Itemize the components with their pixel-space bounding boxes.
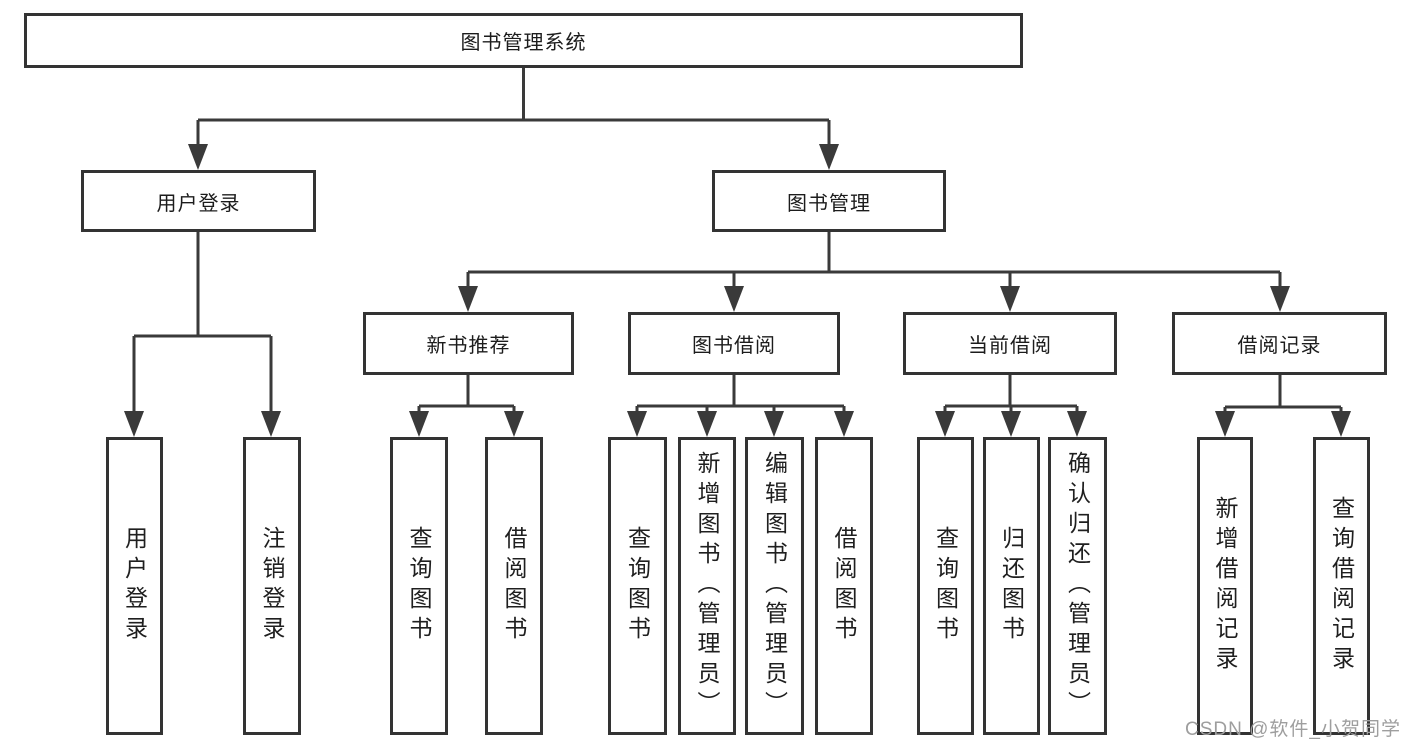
- leaf-query-borrow-record: 查询借阅记录: [1313, 437, 1370, 735]
- leaf-current-query-book-label: 查询图书: [932, 526, 959, 646]
- leaf-return-book: 归还图书: [983, 437, 1040, 735]
- node-current-borrow-label: 当前借阅: [968, 335, 1052, 357]
- leaf-borrow-query-book: 查询图书: [608, 437, 667, 735]
- leaf-edit-book-admin: 编辑图书（管理员）: [745, 437, 804, 735]
- leaf-query-borrow-record-label: 查询借阅记录: [1328, 496, 1355, 676]
- leaf-confirm-return-admin: 确认归还（管理员）: [1048, 437, 1107, 735]
- node-current-borrow: 当前借阅: [903, 312, 1117, 375]
- leaf-confirm-return-admin-label: 确认归还（管理员）: [1064, 451, 1091, 721]
- node-user-login: 用户登录: [81, 170, 316, 232]
- node-new-book-recommend: 新书推荐: [363, 312, 574, 375]
- leaf-recommend-borrow-book: 借阅图书: [485, 437, 543, 735]
- node-borrow-records-label: 借阅记录: [1237, 335, 1322, 357]
- node-new-book-recommend-label: 新书推荐: [426, 335, 511, 357]
- leaf-add-book-admin-label: 新增图书（管理员）: [694, 451, 720, 721]
- leaf-borrow-book: 借阅图书: [815, 437, 873, 735]
- leaf-user-login-label: 用户登录: [121, 526, 148, 646]
- leaf-logout-label: 注销登录: [259, 526, 285, 646]
- node-book-borrow-label: 图书借阅: [692, 335, 776, 357]
- leaf-current-query-book: 查询图书: [917, 437, 974, 735]
- leaf-user-login: 用户登录: [106, 437, 163, 735]
- leaf-return-book-label: 归还图书: [998, 526, 1025, 646]
- leaf-recommend-query-book: 查询图书: [390, 437, 448, 735]
- leaf-edit-book-admin-label: 编辑图书（管理员）: [761, 451, 788, 721]
- csdn-watermark: CSDN @软件_小贺同学: [1185, 719, 1401, 740]
- node-book-management: 图书管理: [712, 170, 946, 232]
- leaf-borrow-query-book-label: 查询图书: [624, 526, 651, 646]
- leaf-recommend-query-book-label: 查询图书: [406, 526, 432, 646]
- node-book-management-label: 图书管理: [787, 192, 871, 215]
- node-borrow-records: 借阅记录: [1172, 312, 1387, 375]
- node-user-login-label: 用户登录: [156, 192, 241, 215]
- connector-paths: [132, 68, 1343, 413]
- node-root: 图书管理系统: [24, 13, 1023, 68]
- leaf-logout: 注销登录: [243, 437, 301, 735]
- leaf-borrow-book-label: 借阅图书: [831, 526, 857, 646]
- node-book-borrow: 图书借阅: [628, 312, 840, 375]
- leaf-add-borrow-record: 新增借阅记录: [1197, 437, 1253, 735]
- node-root-label: 图书管理系统: [460, 32, 587, 54]
- leaf-add-book-admin: 新增图书（管理员）: [678, 437, 736, 735]
- leaf-add-borrow-record-label: 新增借阅记录: [1212, 496, 1238, 676]
- arrowheads: [124, 144, 1351, 437]
- leaf-recommend-borrow-book-label: 借阅图书: [501, 526, 527, 646]
